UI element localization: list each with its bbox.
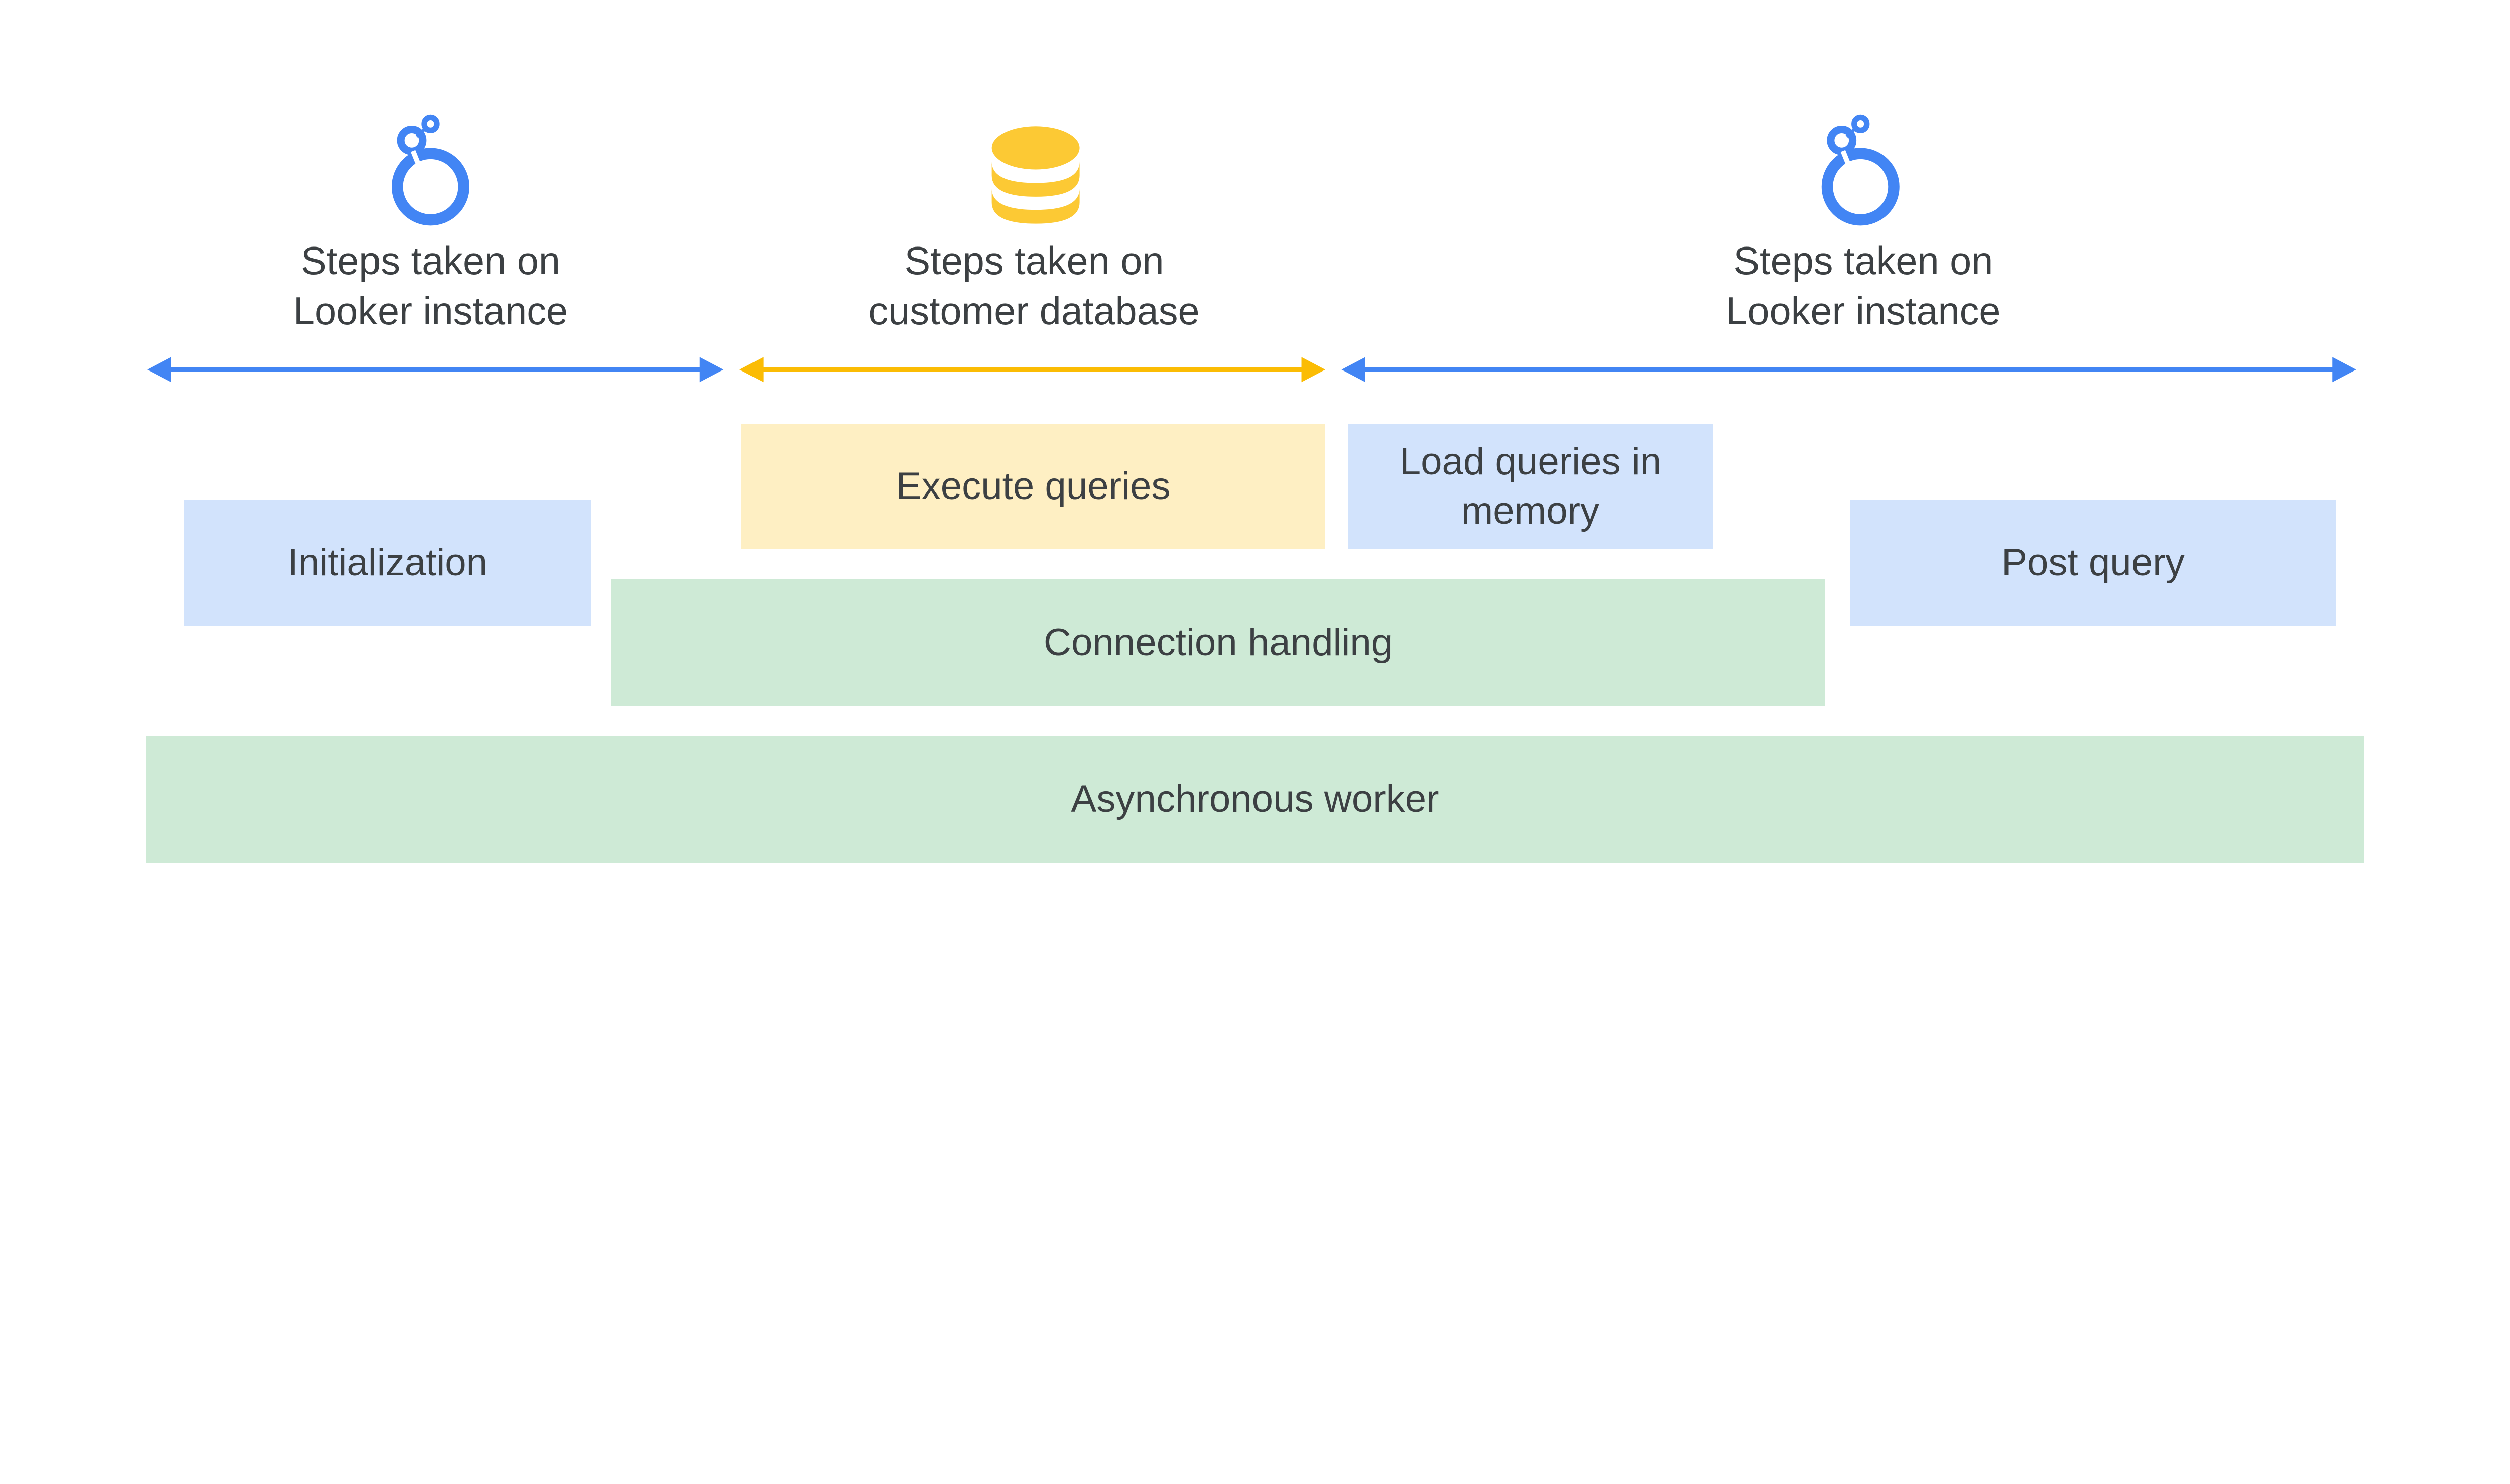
box-label: Asynchronous worker [1071, 778, 1439, 821]
header-line: Steps taken on [904, 239, 1164, 283]
database-icon [991, 126, 1080, 224]
box-label: Connection handling [1043, 621, 1393, 664]
box-label: Initialization [287, 541, 488, 584]
section-header-database: Steps taken on customer database [815, 236, 1254, 336]
section-header-looker-2: Steps taken on Looker instance [1644, 236, 2083, 336]
looker-logo-icon [392, 114, 469, 226]
connection-handling-box: Connection handling [611, 579, 1825, 706]
box-label: Load queries in [1399, 440, 1662, 483]
header-line: Looker instance [1726, 290, 2001, 333]
section-header-looker-1: Steps taken on Looker instance [211, 236, 650, 336]
box-label: memory [1461, 489, 1600, 533]
double-arrow-looker-1 [147, 357, 724, 383]
post-query-box: Post query [1850, 500, 2336, 626]
header-line: Steps taken on [1733, 239, 1993, 283]
header-line: Steps taken on [300, 239, 561, 283]
initialization-box: Initialization [184, 500, 591, 626]
looker-logo-icon [1821, 114, 1900, 226]
load-queries-box: Load queries in memory [1348, 424, 1713, 549]
double-arrow-database [739, 357, 1325, 383]
box-label: Execute queries [896, 465, 1171, 508]
box-label: Post query [2001, 541, 2185, 584]
asynchronous-worker-box: Asynchronous worker [146, 736, 2364, 863]
diagram-graphics [147, 114, 2356, 383]
execute-queries-box: Execute queries [741, 424, 1325, 549]
double-arrow-looker-2 [1341, 357, 2356, 383]
header-line: Looker instance [293, 290, 568, 333]
header-line: customer database [868, 290, 1200, 333]
